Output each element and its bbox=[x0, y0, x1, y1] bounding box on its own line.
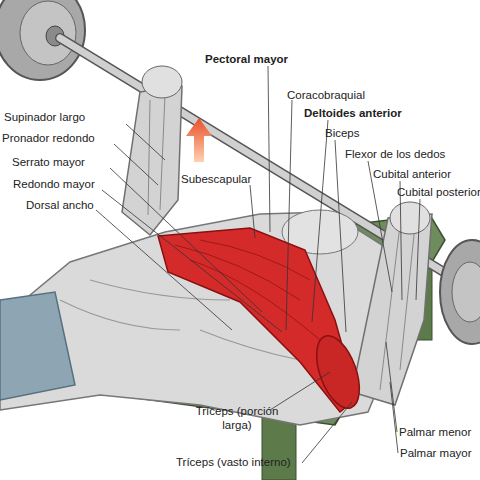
leader-line bbox=[102, 190, 282, 332]
weight-plate bbox=[440, 240, 480, 344]
leader-line bbox=[126, 124, 165, 160]
muscle-label: Deltoides anterior bbox=[304, 106, 402, 120]
muscle-label: Flexor de los dedos bbox=[345, 147, 445, 161]
deltoid-muscle bbox=[308, 330, 368, 414]
muscle-contour bbox=[175, 240, 320, 340]
muscle-label: Coracobraquial bbox=[287, 88, 365, 102]
muscle-label: Palmar menor bbox=[399, 425, 471, 439]
muscle-label: Dorsal ancho bbox=[26, 198, 94, 212]
muscle-label: Redondo mayor bbox=[13, 177, 95, 191]
leader-line bbox=[268, 66, 270, 232]
muscle-label: Pectoral mayor bbox=[205, 52, 288, 66]
muscle-label: Cubital posterior bbox=[397, 185, 480, 199]
muscle-label: Tríceps (vasto interno) bbox=[176, 455, 291, 469]
muscle-label: Subescapular bbox=[181, 172, 251, 186]
right-forearm bbox=[352, 214, 432, 405]
leader-line bbox=[250, 185, 255, 238]
muscle-label: Serrato mayor bbox=[12, 155, 85, 169]
muscle-label: Pronador redondo bbox=[2, 131, 95, 145]
hand bbox=[390, 202, 430, 234]
leader-line bbox=[386, 342, 397, 432]
muscle-label: Biceps bbox=[325, 126, 360, 140]
trousers bbox=[0, 292, 75, 400]
leader-line bbox=[270, 372, 330, 410]
leader-line bbox=[400, 181, 402, 300]
leader-line bbox=[302, 402, 352, 463]
leader-line bbox=[312, 120, 328, 322]
weight-plate bbox=[452, 262, 480, 322]
leader-line bbox=[286, 100, 292, 330]
muscle-label: Palmar mayor bbox=[400, 446, 472, 460]
leader-line bbox=[335, 140, 346, 332]
leader-line bbox=[416, 199, 420, 300]
leader-lines bbox=[96, 66, 420, 463]
muscle-label: Cubital anterior bbox=[373, 167, 451, 181]
leader-line bbox=[96, 210, 232, 330]
leader-line bbox=[390, 382, 398, 453]
muscle-label: Supinador largo bbox=[4, 110, 85, 124]
muscle-label: Tríceps (porción larga) bbox=[183, 404, 291, 432]
leader-line bbox=[110, 168, 262, 312]
lift-arrow bbox=[186, 118, 212, 162]
weight-plate bbox=[20, 1, 76, 65]
leader-line bbox=[368, 161, 392, 292]
leader-line bbox=[114, 144, 158, 185]
hand bbox=[142, 66, 182, 98]
